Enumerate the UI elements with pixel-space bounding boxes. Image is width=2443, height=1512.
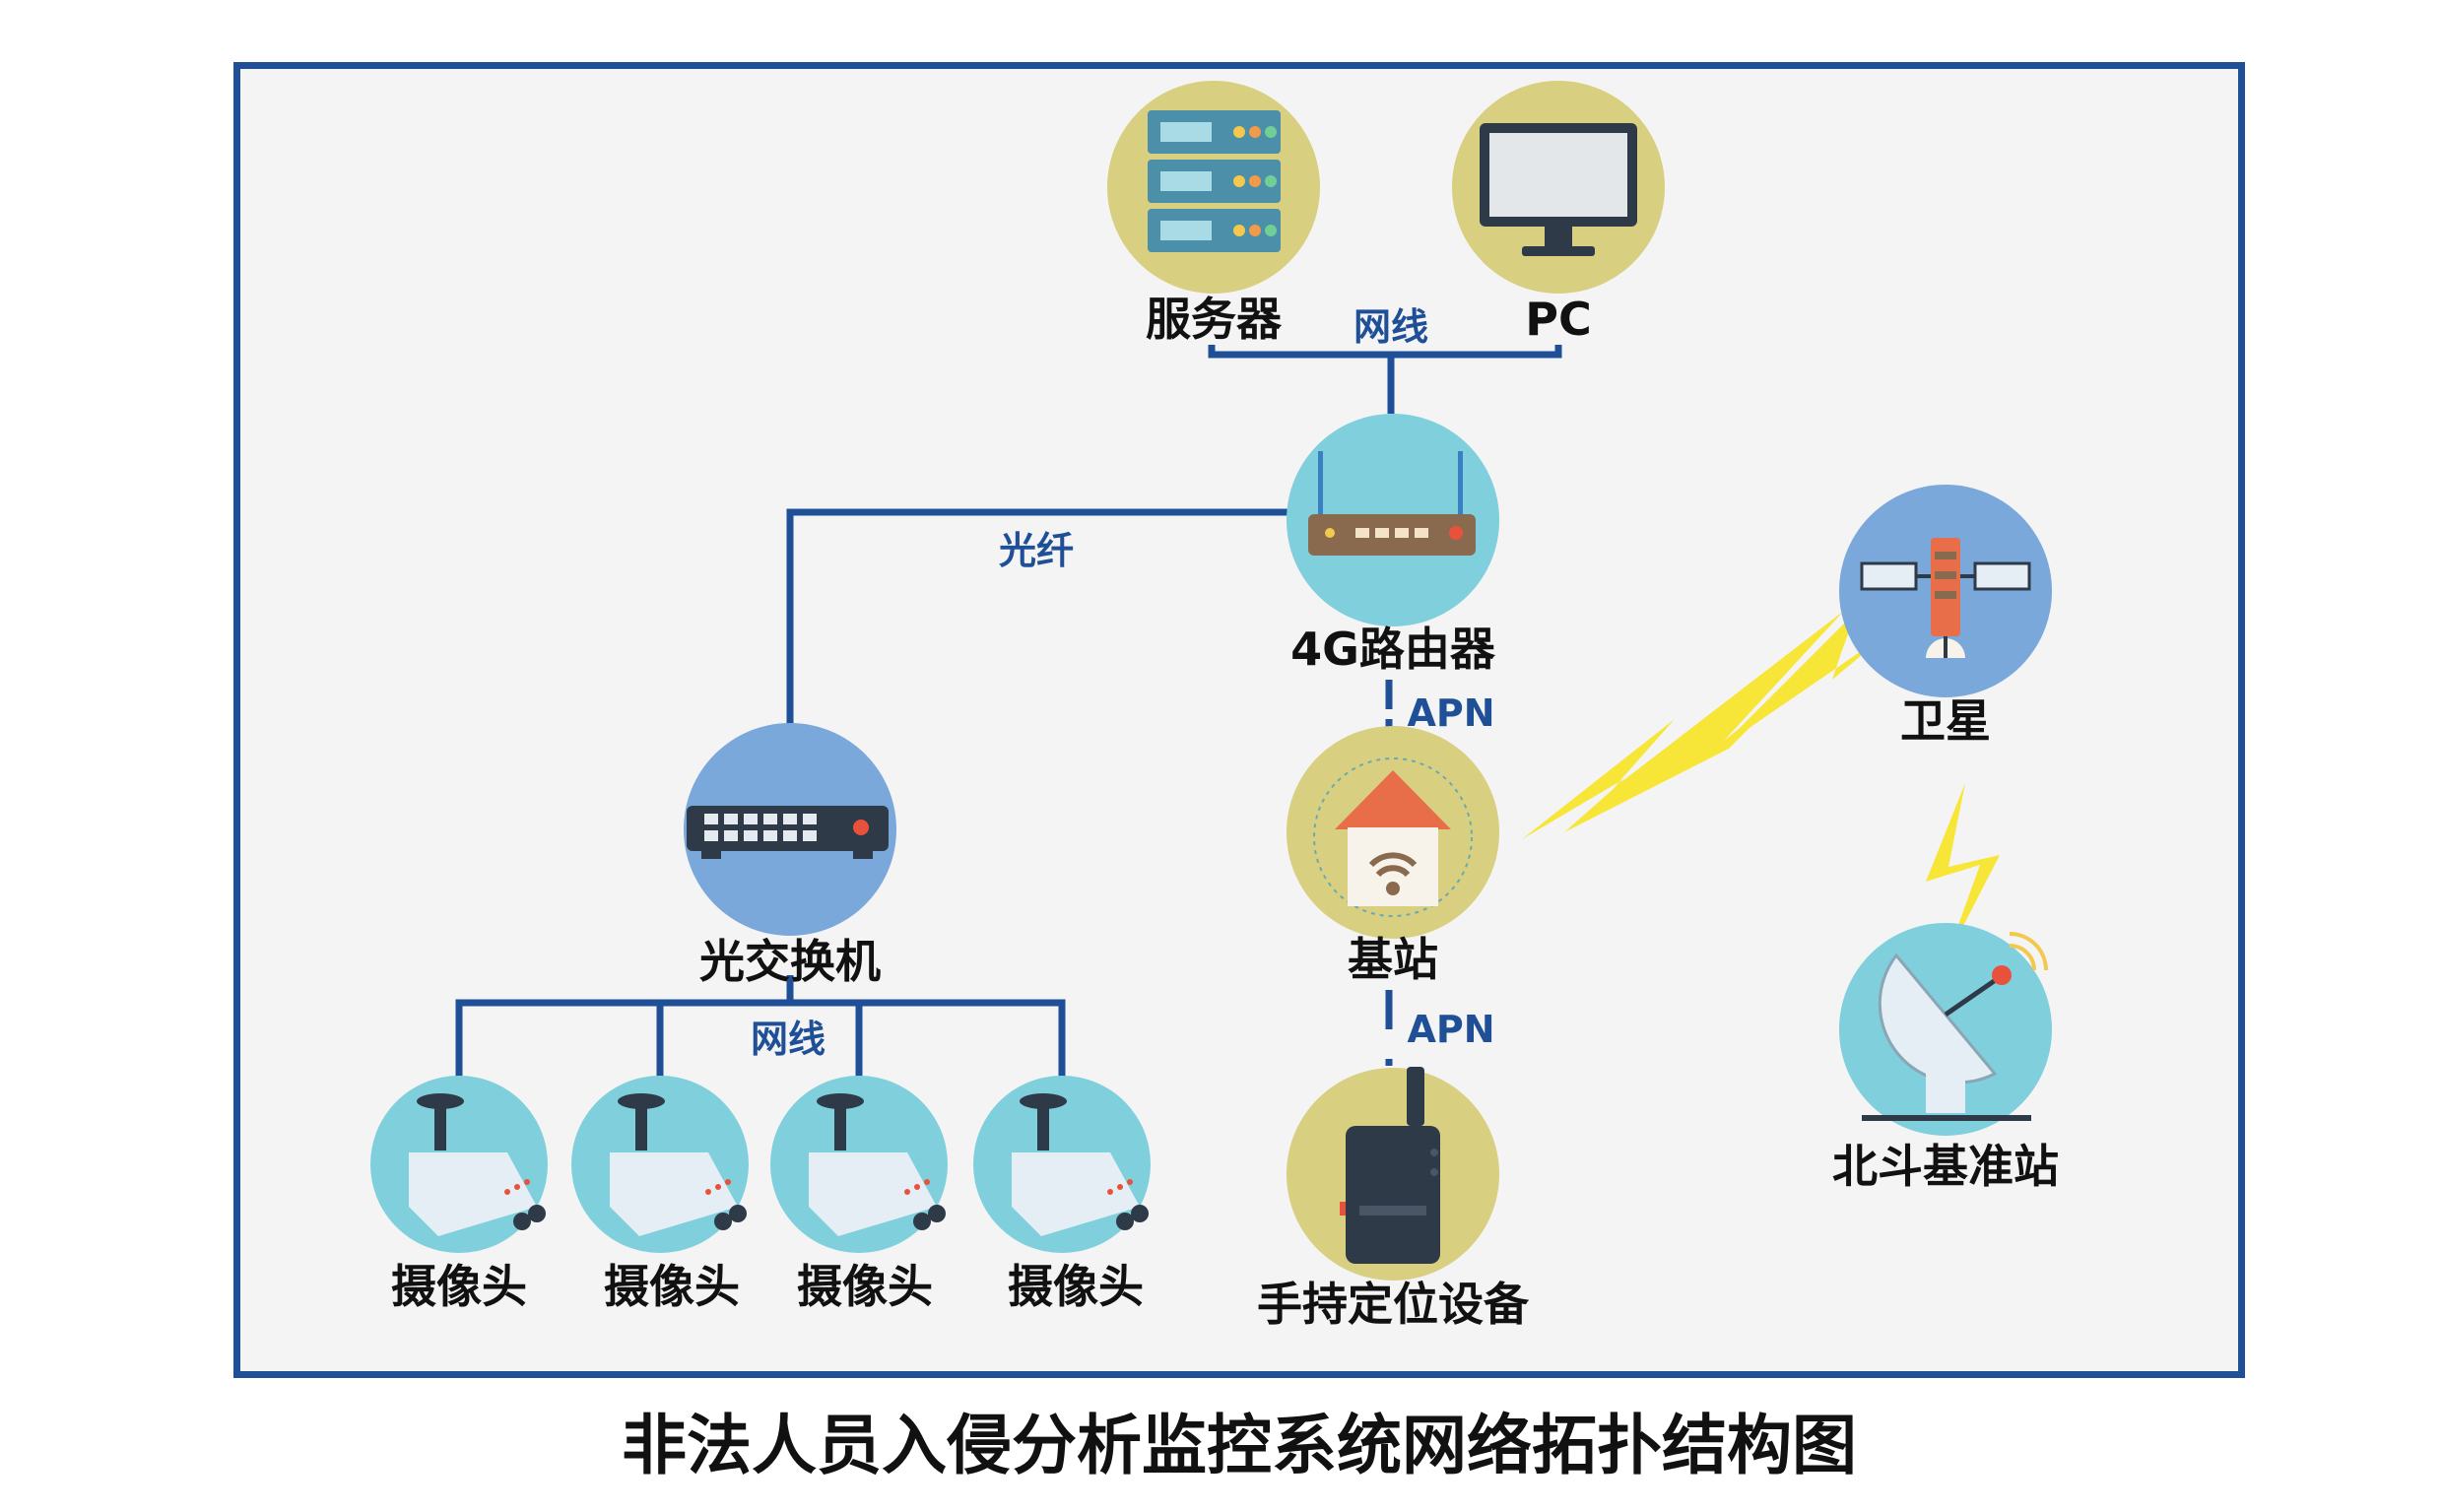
cctv-camera-icon: [610, 1093, 747, 1236]
network-switch-icon: [687, 806, 889, 859]
cctv-camera-icon: [1012, 1093, 1149, 1236]
edge-label-server-pc: 网线: [1354, 305, 1428, 349]
pc-label: PC: [1525, 293, 1591, 346]
pc-node[interactable]: PC: [1452, 81, 1665, 346]
router-label: 4G路由器: [1290, 623, 1496, 676]
switch-node[interactable]: 光交换机: [684, 723, 896, 988]
server-node[interactable]: 服务器: [1107, 81, 1320, 346]
camera-node[interactable]: 摄像头: [571, 1076, 749, 1313]
handheld-label: 手持定位设备: [1257, 1278, 1530, 1331]
router-icon: [1308, 451, 1476, 556]
wifi-house-icon: [1313, 757, 1473, 917]
handheld-node[interactable]: 手持定位设备: [1257, 1067, 1530, 1331]
router-node[interactable]: 4G路由器: [1287, 414, 1499, 676]
switch-label: 光交换机: [699, 935, 881, 988]
satellite-label: 卫星: [1900, 694, 1991, 748]
camera-node[interactable]: 摄像头: [770, 1076, 948, 1313]
base-station-label: 基站: [1348, 933, 1438, 986]
diagram-title: 非法人员入侵分析监控系统网络拓扑结构图: [622, 1408, 1857, 1483]
connection-wires: [455, 345, 1562, 1084]
satellite-dish-icon: [1862, 932, 2048, 1121]
camera-label: 摄像头: [1008, 1260, 1144, 1313]
lightning-bolt-icon: [1522, 611, 1844, 839]
satellite-icon: [1860, 538, 2031, 658]
wire-camera-bus: [455, 999, 1066, 1084]
camera-label: 摄像头: [604, 1260, 740, 1313]
satellite-node[interactable]: 卫星: [1839, 485, 2052, 748]
monitor-icon: [1480, 123, 1637, 256]
camera-label: 摄像头: [797, 1260, 933, 1313]
edge-label-cameras-cable: 网线: [751, 1018, 825, 1061]
beidou-node[interactable]: 北斗基准站: [1832, 923, 2059, 1193]
camera-node[interactable]: 摄像头: [370, 1076, 548, 1313]
server-label: 服务器: [1146, 293, 1283, 346]
cctv-camera-icon: [409, 1093, 546, 1236]
base-station-node[interactable]: 基站: [1287, 726, 1499, 986]
edge-label-fiber: 光纤: [999, 529, 1074, 572]
wire-router-switch: [786, 508, 1290, 724]
edge-label-apn-lower: APN: [1407, 1008, 1494, 1051]
lightning-bolt-icon: [1719, 611, 1891, 749]
wire-server-pc: [1208, 345, 1562, 359]
camera-node[interactable]: 摄像头: [973, 1076, 1151, 1313]
camera-label: 摄像头: [391, 1260, 527, 1313]
server-rack-icon: [1148, 110, 1281, 252]
walkie-talkie-icon: [1340, 1067, 1440, 1264]
edge-label-apn-upper: APN: [1407, 691, 1494, 735]
cctv-camera-icon: [809, 1093, 946, 1236]
beidou-label: 北斗基准站: [1832, 1140, 2059, 1193]
